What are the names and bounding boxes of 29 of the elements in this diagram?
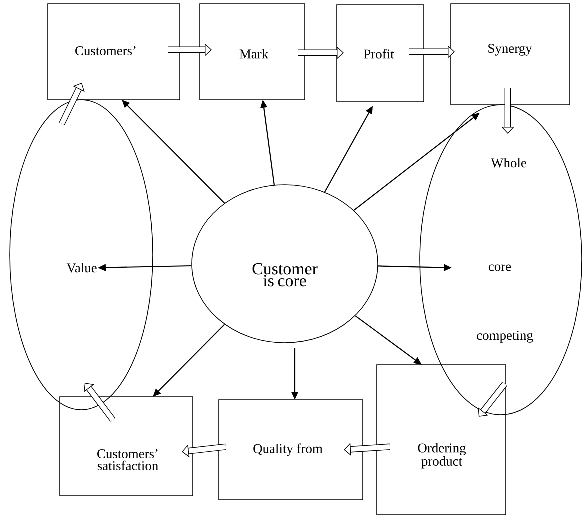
label: core (488, 264, 512, 272)
label: Profit (364, 49, 394, 59)
label: Quality from (254, 444, 323, 456)
label: Synergy (488, 44, 532, 56)
label: Customer is core (252, 263, 318, 287)
label: competing (477, 331, 534, 343)
block-arrow (478, 382, 508, 417)
arrow (122, 100, 226, 204)
label: Customers’ satisfaction (98, 449, 158, 470)
block-arrow (59, 83, 85, 126)
ellipse (420, 104, 582, 416)
label: Customers’ (76, 46, 136, 56)
box (450, 4, 570, 106)
block-arrow (84, 383, 116, 422)
box (218, 400, 364, 500)
box (336, 4, 424, 102)
box (60, 396, 194, 496)
box (200, 4, 306, 100)
block-arrow (182, 444, 226, 458)
arrow (153, 324, 226, 397)
label: Mark (240, 49, 269, 59)
box (376, 364, 506, 516)
ellipse (10, 100, 154, 410)
block-arrow (344, 443, 390, 456)
box (48, 4, 180, 100)
label: Ordering product (418, 443, 466, 469)
label: Whole (491, 158, 526, 168)
label: Value (66, 263, 97, 273)
ellipse (192, 184, 378, 344)
